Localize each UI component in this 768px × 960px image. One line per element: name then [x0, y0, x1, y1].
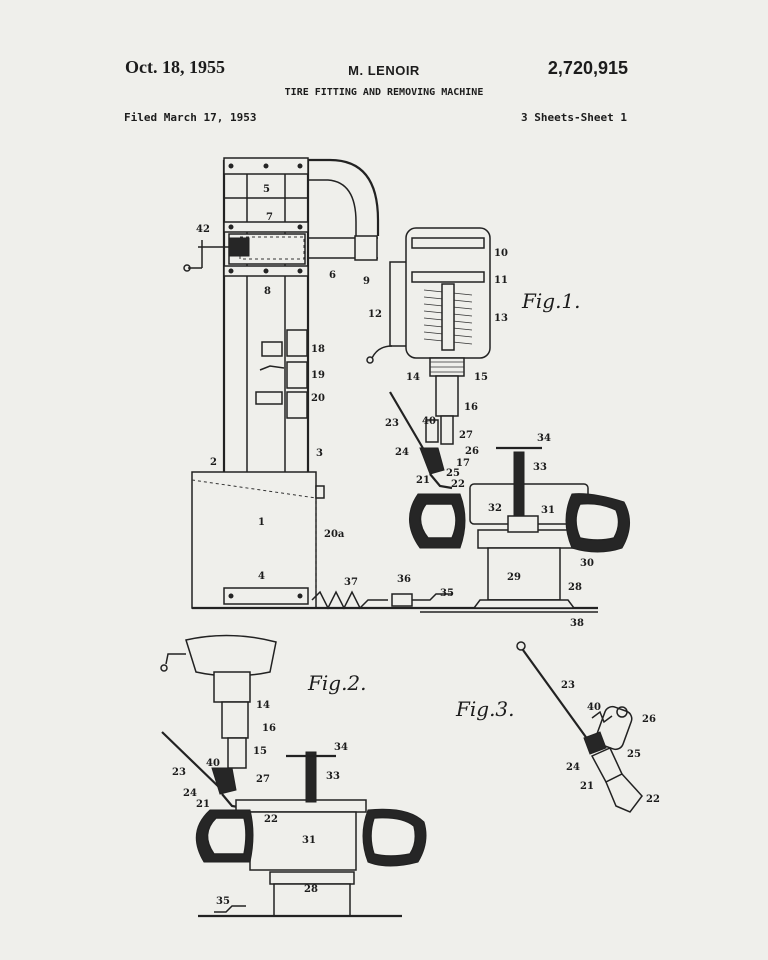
ref-numeral: 21 — [416, 475, 430, 486]
ref-numeral: 32 — [488, 503, 502, 514]
ref-numeral: 34 — [537, 433, 551, 444]
ref-numeral: 31 — [302, 835, 316, 846]
ref-numeral: 4 — [258, 571, 265, 582]
ref-numeral: 15 — [253, 746, 267, 757]
ref-numeral: 25 — [446, 468, 460, 479]
ref-numeral: 20 — [311, 393, 325, 404]
ref-numeral: 24 — [183, 788, 197, 799]
ref-numeral: 19 — [311, 370, 325, 381]
ref-numeral: 40 — [587, 702, 601, 713]
ref-numeral: 18 — [311, 344, 325, 355]
ref-numeral: 34 — [334, 742, 348, 753]
ref-numeral: 21 — [196, 799, 210, 810]
ref-numeral: 26 — [465, 446, 479, 457]
fig2-drawing — [161, 635, 426, 916]
ref-numeral: 24 — [395, 447, 409, 458]
ref-numeral: 9 — [363, 276, 370, 287]
ref-numeral: 30 — [580, 558, 594, 569]
fig2-title: Fig.2. — [307, 671, 367, 695]
ref-numeral: 12 — [368, 309, 382, 320]
fig1-title: Fig.1. — [521, 289, 581, 313]
ref-numeral: 27 — [459, 430, 473, 441]
ref-numeral: 16 — [262, 723, 276, 734]
ref-numeral: 27 — [256, 774, 270, 785]
ref-numeral: 6 — [329, 270, 336, 281]
ref-numeral: 15 — [474, 372, 488, 383]
ref-numeral: 22 — [264, 814, 278, 825]
ref-numeral: 23 — [385, 418, 399, 429]
ref-numeral: 35 — [440, 588, 454, 599]
ref-numeral: 29 — [507, 572, 521, 583]
ref-numeral: 8 — [264, 286, 271, 297]
ref-numeral: 20a — [324, 529, 345, 540]
fig3-title: Fig.3. — [455, 697, 515, 721]
ref-numeral: 40 — [206, 758, 220, 769]
ref-numeral: 33 — [326, 771, 340, 782]
ref-numeral: 28 — [304, 884, 318, 895]
ref-numeral: 26 — [642, 714, 656, 725]
ref-numeral: 36 — [397, 574, 411, 585]
ref-numeral: 2 — [210, 457, 217, 468]
ref-numeral: 24 — [566, 762, 580, 773]
ref-numeral: 25 — [627, 749, 641, 760]
ref-numeral: 33 — [533, 462, 547, 473]
ref-numeral: 10 — [494, 248, 508, 259]
ref-numeral: 21 — [580, 781, 594, 792]
ref-numeral: 35 — [216, 896, 230, 907]
ref-numeral: 37 — [344, 577, 358, 588]
ref-numeral: 31 — [541, 505, 555, 516]
ref-numeral: 23 — [172, 767, 186, 778]
ref-numeral: 22 — [451, 479, 465, 490]
ref-numeral: 7 — [266, 212, 273, 223]
ref-numeral: 16 — [464, 402, 478, 413]
ref-numeral: 5 — [263, 184, 270, 195]
ref-numeral: 14 — [406, 372, 420, 383]
ref-numeral: 23 — [561, 680, 575, 691]
ref-numeral: 22 — [646, 794, 660, 805]
ref-numeral: 38 — [570, 618, 584, 629]
ref-numeral: 14 — [256, 700, 270, 711]
fig1-drawing — [184, 158, 630, 612]
ref-numeral: 3 — [316, 448, 323, 459]
ref-numeral: 11 — [494, 275, 508, 286]
ref-numeral: 1 — [258, 517, 265, 528]
ref-numeral: 28 — [568, 582, 582, 593]
ref-numeral: 13 — [494, 313, 508, 324]
ref-numeral: 42 — [196, 224, 210, 235]
ref-numeral: 40 — [422, 416, 436, 427]
